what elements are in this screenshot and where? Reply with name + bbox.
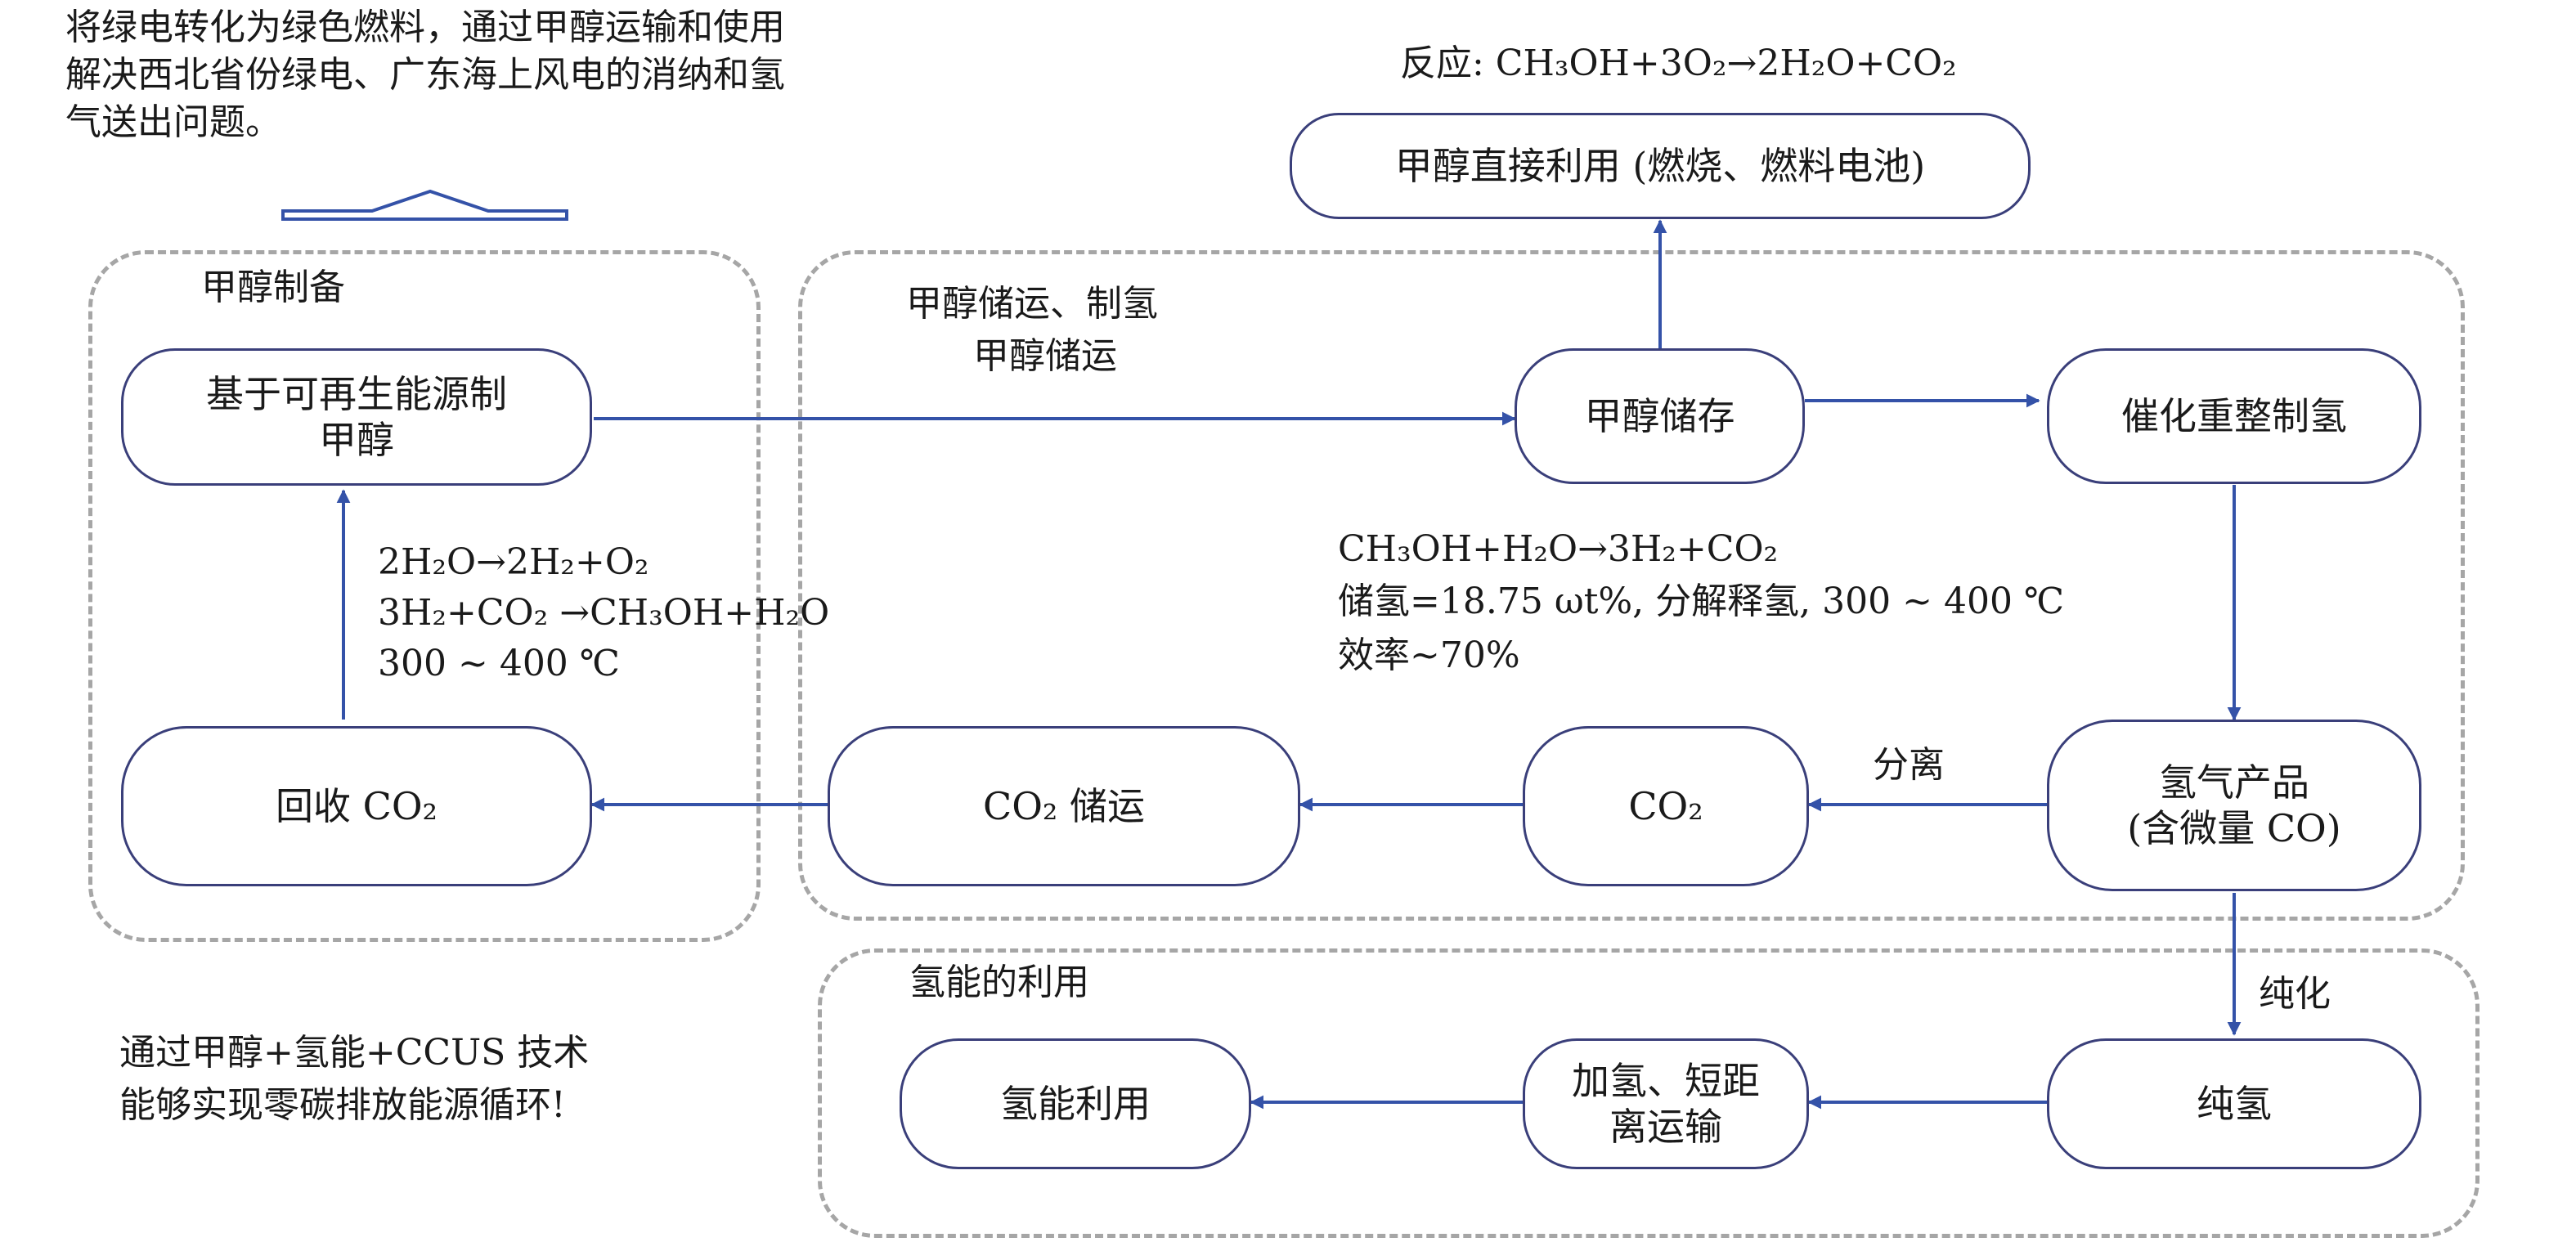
node-recover-co2-label: 回收 CO₂: [276, 784, 438, 828]
separation-label: 分离: [1873, 744, 1945, 786]
synthesis-eq-1: 2H₂O→2H₂+O₂: [378, 541, 649, 583]
node-hydrogen-use: 氢能利用: [900, 1038, 1251, 1169]
node-co2: CO₂: [1523, 726, 1809, 886]
reforming-eq-1: CH₃OH+H₂O→3H₂+CO₂: [1338, 528, 1779, 570]
node-co2-label: CO₂: [1628, 784, 1703, 828]
node-methanol-storage-label: 甲醇储存: [1584, 394, 1735, 438]
combustion-reaction: 反应: CH₃OH+3O₂→2H₂O+CO₂: [1400, 43, 1957, 84]
node-direct-use: 甲醇直接利用 (燃烧、燃料电池): [1290, 113, 2031, 219]
node-refuel-transport-line-2: 离运输: [1609, 1105, 1722, 1149]
node-catalytic-reforming: 催化重整制氢: [2047, 348, 2421, 484]
intro-line-3: 气送出问题。: [65, 101, 281, 143]
hollow-up-arrow: [281, 189, 568, 221]
node-hydrogen-product: 氢气产品 (含微量 CO): [2047, 720, 2421, 891]
node-methanol-storage: 甲醇储存: [1515, 348, 1805, 484]
node-direct-use-label: 甲醇直接利用 (燃烧、燃料电池): [1394, 144, 1926, 188]
node-refuel-transport: 加氢、短距 离运输: [1523, 1038, 1809, 1169]
node-renewable-methanol-line-2: 甲醇: [319, 418, 394, 462]
node-pure-hydrogen-label: 纯氢: [2197, 1082, 2272, 1126]
node-pure-hydrogen: 纯氢: [2047, 1038, 2421, 1169]
conclusion-line-1: 通过甲醇+氢能+CCUS 技术: [119, 1032, 590, 1074]
purification-label: 纯化: [2259, 973, 2331, 1015]
reforming-eq-2: 储氢=18.75 ωt%, 分解释氢, 300 ~ 400 ℃: [1338, 581, 2065, 622]
node-hydrogen-product-line-2: (含微量 CO): [2127, 806, 2341, 850]
node-hydrogen-use-label: 氢能利用: [1000, 1082, 1151, 1126]
node-refuel-transport-line-1: 加氢、短距: [1572, 1059, 1760, 1103]
hydrogen-use-label: 氢能的利用: [909, 962, 1089, 1003]
intro-line-1: 将绿电转化为绿色燃料，通过甲醇运输和使用: [65, 7, 785, 48]
node-co2-transport-label: CO₂ 储运: [983, 784, 1145, 828]
storage-hydrogen-label-1: 甲醇储运、制氢: [906, 283, 1158, 325]
node-renewable-methanol-line-1: 基于可再生能源制: [206, 372, 507, 416]
node-renewable-methanol: 基于可再生能源制 甲醇: [121, 348, 592, 486]
node-catalytic-reforming-label: 催化重整制氢: [2121, 394, 2347, 438]
node-hydrogen-product-line-1: 氢气产品: [2159, 760, 2309, 805]
methanol-prep-group: [88, 250, 761, 942]
storage-hydrogen-group: [798, 250, 2465, 921]
node-co2-transport: CO₂ 储运: [828, 726, 1300, 886]
methanol-prep-label: 甲醇制备: [201, 267, 345, 308]
conclusion-line-2: 能够实现零碳排放能源循环!: [119, 1084, 566, 1126]
storage-hydrogen-label-2: 甲醇储运: [973, 335, 1117, 377]
hydrogen-use-group: [818, 948, 2480, 1238]
synthesis-eq-3: 300 ~ 400 ℃: [378, 643, 621, 684]
intro-line-2: 解决西北省份绿电、广东海上风电的消纳和氢: [65, 54, 785, 96]
node-recover-co2: 回收 CO₂: [121, 726, 592, 886]
reforming-eq-3: 效率~70%: [1338, 634, 1520, 676]
synthesis-eq-2: 3H₂+CO₂ →CH₃OH+H₂O: [378, 592, 830, 634]
